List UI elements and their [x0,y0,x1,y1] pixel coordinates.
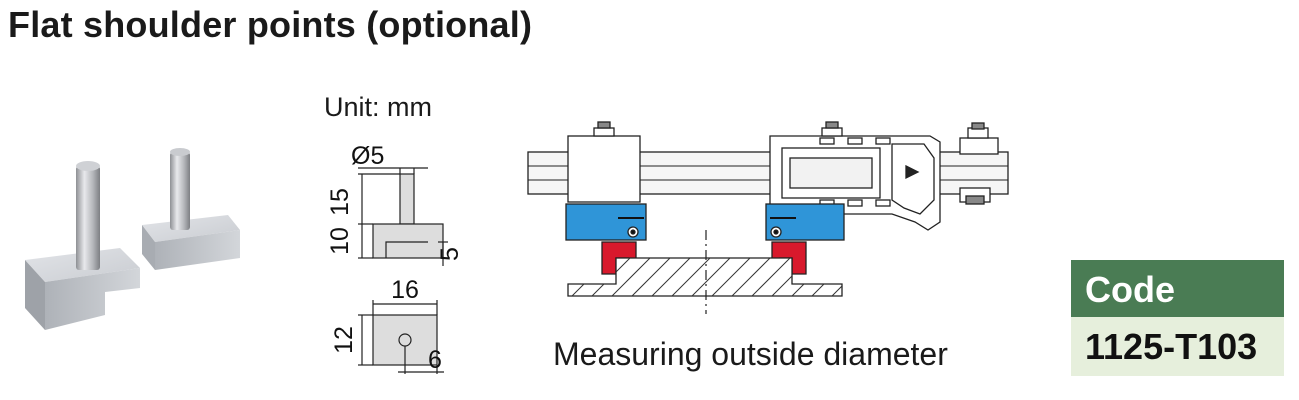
unit-label: Unit: mm [324,92,432,122]
dim-diameter: Ø5 [351,142,384,170]
diagram-caption: Measuring outside diameter [553,336,948,372]
dim-width: 16 [391,276,419,304]
code-value: 1125-T103 [1071,317,1284,376]
page-title: Flat shoulder points (optional) [8,4,533,45]
product-photo [10,130,250,345]
code-table: Code 1125-T103 [1071,260,1284,376]
dim-offset: 6 [428,346,442,374]
code-header: Code [1071,260,1284,317]
measuring-diagram [520,118,1020,323]
dimension-drawing: Ø5 15 10 5 16 12 6 [318,130,468,385]
dim-height-base: 10 [326,227,354,255]
dim-step: 5 [436,247,464,261]
dim-depth: 12 [330,326,358,354]
dim-height-total: 15 [326,188,354,216]
